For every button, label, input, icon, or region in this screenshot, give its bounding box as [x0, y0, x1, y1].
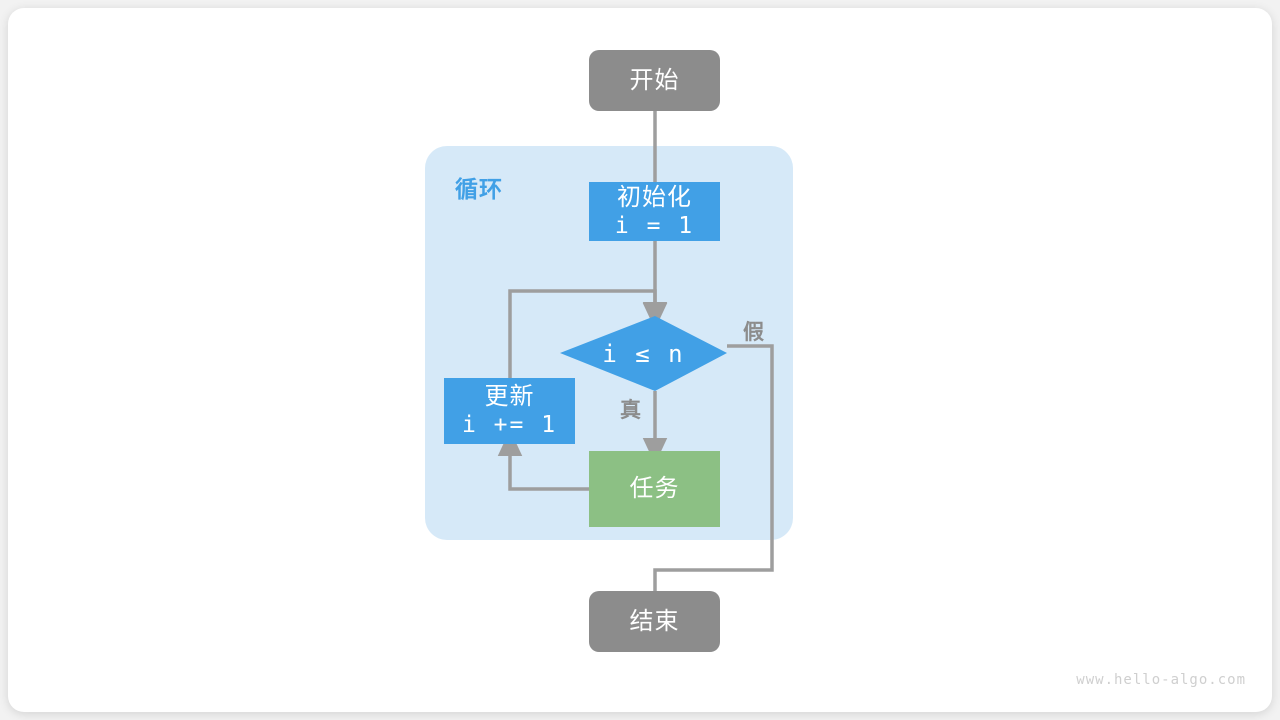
edge-task-to-update: [497, 429, 589, 491]
edge-label-false: 假: [743, 321, 764, 344]
diagram-card: 循环 开始 初始化 i = 1 i ≤ n 更新 i += 1 任务 结束 真 …: [8, 8, 1272, 712]
flowchart-canvas: [425, 50, 793, 652]
node-condition[interactable]: [560, 316, 727, 391]
edge-label-true: 真: [620, 399, 641, 422]
node-init[interactable]: [589, 182, 720, 241]
watermark: www.hello-algo.com: [1076, 672, 1246, 688]
node-start[interactable]: [589, 50, 720, 111]
node-end[interactable]: [589, 591, 720, 652]
node-task[interactable]: [589, 451, 720, 527]
edge-condition-false-to-end: [642, 344, 774, 619]
edge-update-to-condition: [508, 289, 668, 378]
loop-group-label: 循环: [455, 176, 503, 202]
node-update[interactable]: [444, 378, 575, 444]
